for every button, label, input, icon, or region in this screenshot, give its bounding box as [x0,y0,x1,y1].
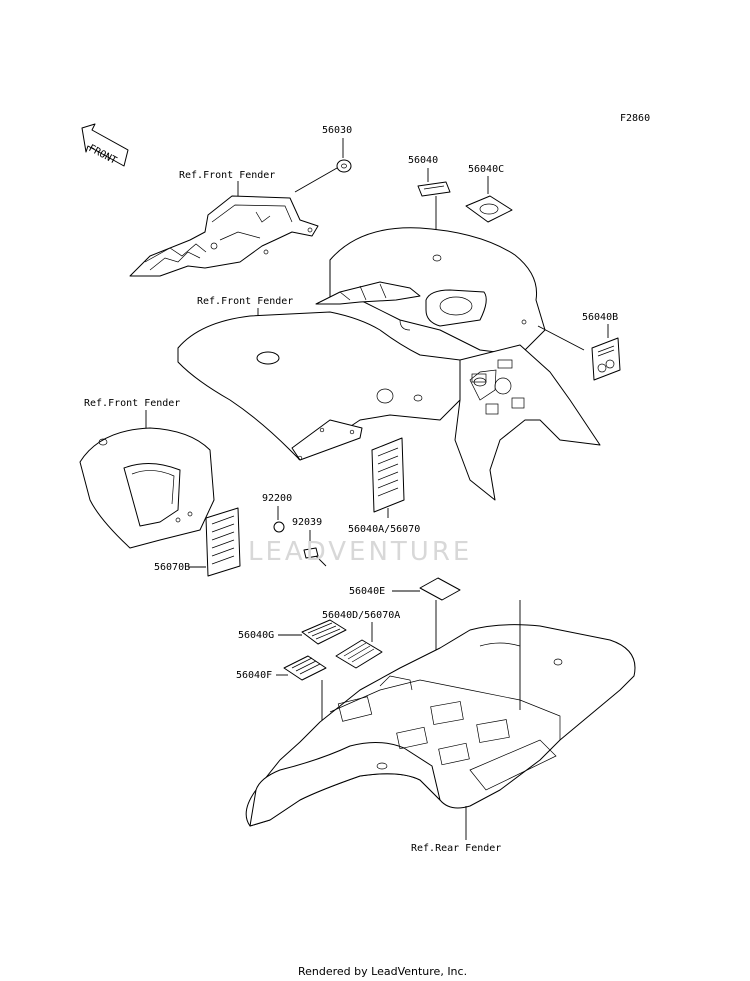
rear-fender-part [245,600,636,827]
callout-92039: 92039 [292,517,322,528]
callout-ref-front-fender-3: Ref.Front Fender [84,398,180,409]
part-56040G: 56040G [238,619,347,645]
front-fender-main-part [177,227,601,501]
callout-56040B: 56040B [582,312,618,323]
figure-id: F2860 [620,113,650,124]
part-56040: 56040 [408,155,451,296]
callout-56030: 56030 [322,125,352,136]
part-92039: 92039 [292,517,327,567]
part-56070B: 56070B [154,507,241,577]
callout-ref-front-fender-2: Ref.Front Fender [197,296,293,307]
callout-56040G: 56040G [238,630,274,641]
front-fender-upper-part [129,195,319,277]
callout-56040: 56040 [408,155,438,166]
part-56040E: 56040E [349,577,461,658]
callout-56040C: 56040C [468,164,504,175]
callout-56040F: 56040F [236,670,272,681]
callout-ref-front-fender-1: Ref.Front Fender [179,170,275,181]
footer-credit: Rendered by LeadVenture, Inc. [298,965,467,978]
callout-56040D-56070A: 56040D/56070A [322,610,400,621]
part-56030: 56030 [294,125,352,193]
part-56040D-56070A: 56040D/56070A [322,610,400,669]
part-56040B: 56040B [537,312,621,381]
part-56040A-56070: 56040A/56070 [348,437,420,535]
front-fender-left-part [79,427,215,549]
watermark-text: LEADVENTURE [248,537,472,567]
part-92200: 92200 [262,493,292,533]
callout-56040E: 56040E [349,586,385,597]
part-56040C: 56040C [465,164,513,223]
callout-92200: 92200 [262,493,292,504]
callout-56040A-56070: 56040A/56070 [348,524,420,535]
callout-56070B: 56070B [154,562,190,573]
front-arrow-icon: FRONT [81,123,129,167]
callout-ref-rear-fender: Ref.Rear Fender [411,843,501,854]
